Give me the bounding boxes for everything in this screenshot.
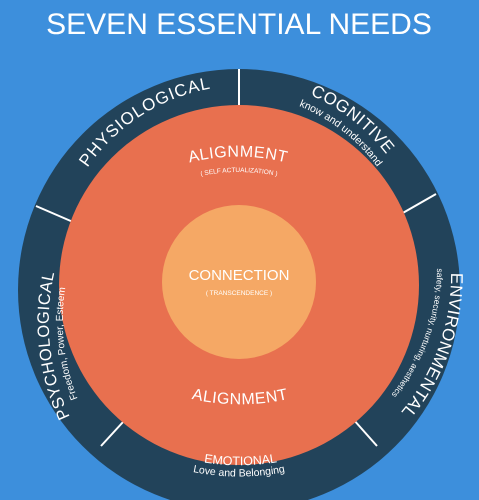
center-sublabel: ( TRANSCENDENCE ) (206, 290, 272, 297)
alignment-top-sublabel: ( SELF ACTUALIZATION ) (200, 167, 278, 178)
segment-emotional-label: EMOTIONAL (203, 451, 277, 468)
alignment-bottom-label: ALIGNMENT (191, 386, 290, 408)
diagram-title: SEVEN ESSENTIAL NEEDS (46, 8, 432, 41)
segment-emotional-sublabel: Love and Belonging (192, 463, 286, 479)
center-label: CONNECTION (189, 267, 290, 284)
alignment-top-label: ALIGNMENT (187, 144, 290, 167)
center-circle (162, 205, 316, 359)
